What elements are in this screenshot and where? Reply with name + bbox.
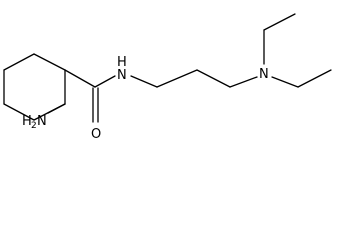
ring-bond [3,103,35,121]
ethyl-bond-upper-2 [263,13,296,31]
chain-bond [229,76,258,88]
structure-diagram: H 2 N O N H N [3,13,332,142]
ethyl-groups [263,13,332,88]
amide-n-label: N [117,68,127,83]
amine-h-label: H [22,114,32,129]
c-carbonyl-bond [64,69,96,88]
chain-bond [130,75,158,88]
cyclohexane-ring [3,53,66,121]
c-nh2-bond [47,103,66,114]
amide-h-label: H [117,55,127,70]
chain-bond [156,69,198,88]
ethyl-bond-lower-2 [297,69,332,88]
tertiary-n-label: N [259,67,269,82]
amine-n-label: N [37,114,47,129]
ethyl-bond-lower-1 [271,76,299,88]
ring-bond [3,53,35,71]
ring-bond [33,53,66,71]
amine-subscript-label: 2 [31,121,37,131]
propyl-chain [130,69,258,88]
carbonyl-o-label: O [91,127,101,142]
chain-bond [196,69,231,88]
carbonyl-nh-bond [94,75,116,88]
